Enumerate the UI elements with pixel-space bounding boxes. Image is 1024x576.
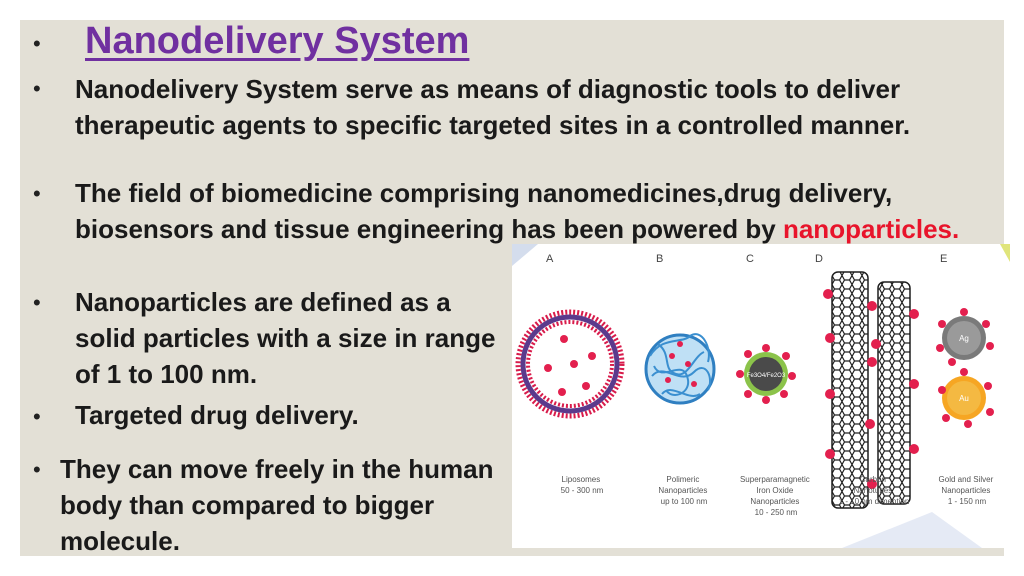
liposome-icon xyxy=(515,309,625,419)
highlight-nanoparticles: nanoparticles. xyxy=(782,214,960,244)
figure-background xyxy=(512,244,1010,548)
slide-title: Nanodelivery System xyxy=(85,20,470,62)
gold-core-label: Au xyxy=(959,394,969,403)
silver-core-label: Ag xyxy=(959,334,969,343)
panel-letter-a: A xyxy=(546,253,554,265)
caption-iron-oxide: Superparamagnetic Iron Oxide Nanoparticl… xyxy=(740,475,812,517)
iron-oxide-core-label: Fe3O4/Fe2O3 xyxy=(747,373,786,379)
title-bullet: • xyxy=(33,31,41,56)
bullet-marker: • xyxy=(33,76,41,101)
iron-oxide-nanoparticle-icon: Fe3O4/Fe2O3 xyxy=(736,344,796,404)
bullet-text-5: They can move freely in the human body t… xyxy=(60,454,494,556)
bullet-text-3: Nanoparticles are defined as a solid par… xyxy=(75,287,496,389)
bullet-text-2-main: The field of biomedicine comprising nano… xyxy=(75,178,893,244)
caption-gold-silver: Gold and Silver Nanoparticles 1 - 150 nm xyxy=(939,475,996,506)
bullet-text-1: Nanodelivery System serve as means of di… xyxy=(75,74,911,140)
nanoparticle-figure: A B C D E Fe3O4/Fe2O3 xyxy=(512,244,1010,548)
bullet-marker: • xyxy=(33,181,41,206)
panel-letter-d: D xyxy=(815,253,823,265)
panel-letter-e: E xyxy=(940,253,947,265)
polymeric-nanoparticle-icon xyxy=(644,333,716,405)
bullet-marker: • xyxy=(33,457,41,482)
caption-polimeric: Polimeric Nanoparticles up to 100 nm xyxy=(658,475,709,506)
bullet-marker: • xyxy=(33,290,41,315)
carbon-nanotube-icon xyxy=(823,271,919,509)
caption-liposomes: Liposomes 50 - 300 nm xyxy=(561,475,604,495)
silver-nanoparticle-icon: Ag xyxy=(936,308,994,366)
figure-corner-decoration xyxy=(842,512,982,548)
caption-carbon-nanotubes: Carbon Nanotubes 1 - 10 nm dimention xyxy=(839,475,910,506)
bullet-marker: • xyxy=(33,404,41,429)
figure-corner-decoration xyxy=(512,244,538,266)
gold-nanoparticle-icon: Au xyxy=(938,368,994,428)
figure-corner-decoration xyxy=(1000,244,1010,262)
panel-letter-c: C xyxy=(746,253,754,265)
bullet-text-2: The field of biomedicine comprising nano… xyxy=(75,175,995,247)
bullet-text-4: Targeted drug delivery. xyxy=(75,400,359,430)
panel-letter-b: B xyxy=(656,253,663,265)
